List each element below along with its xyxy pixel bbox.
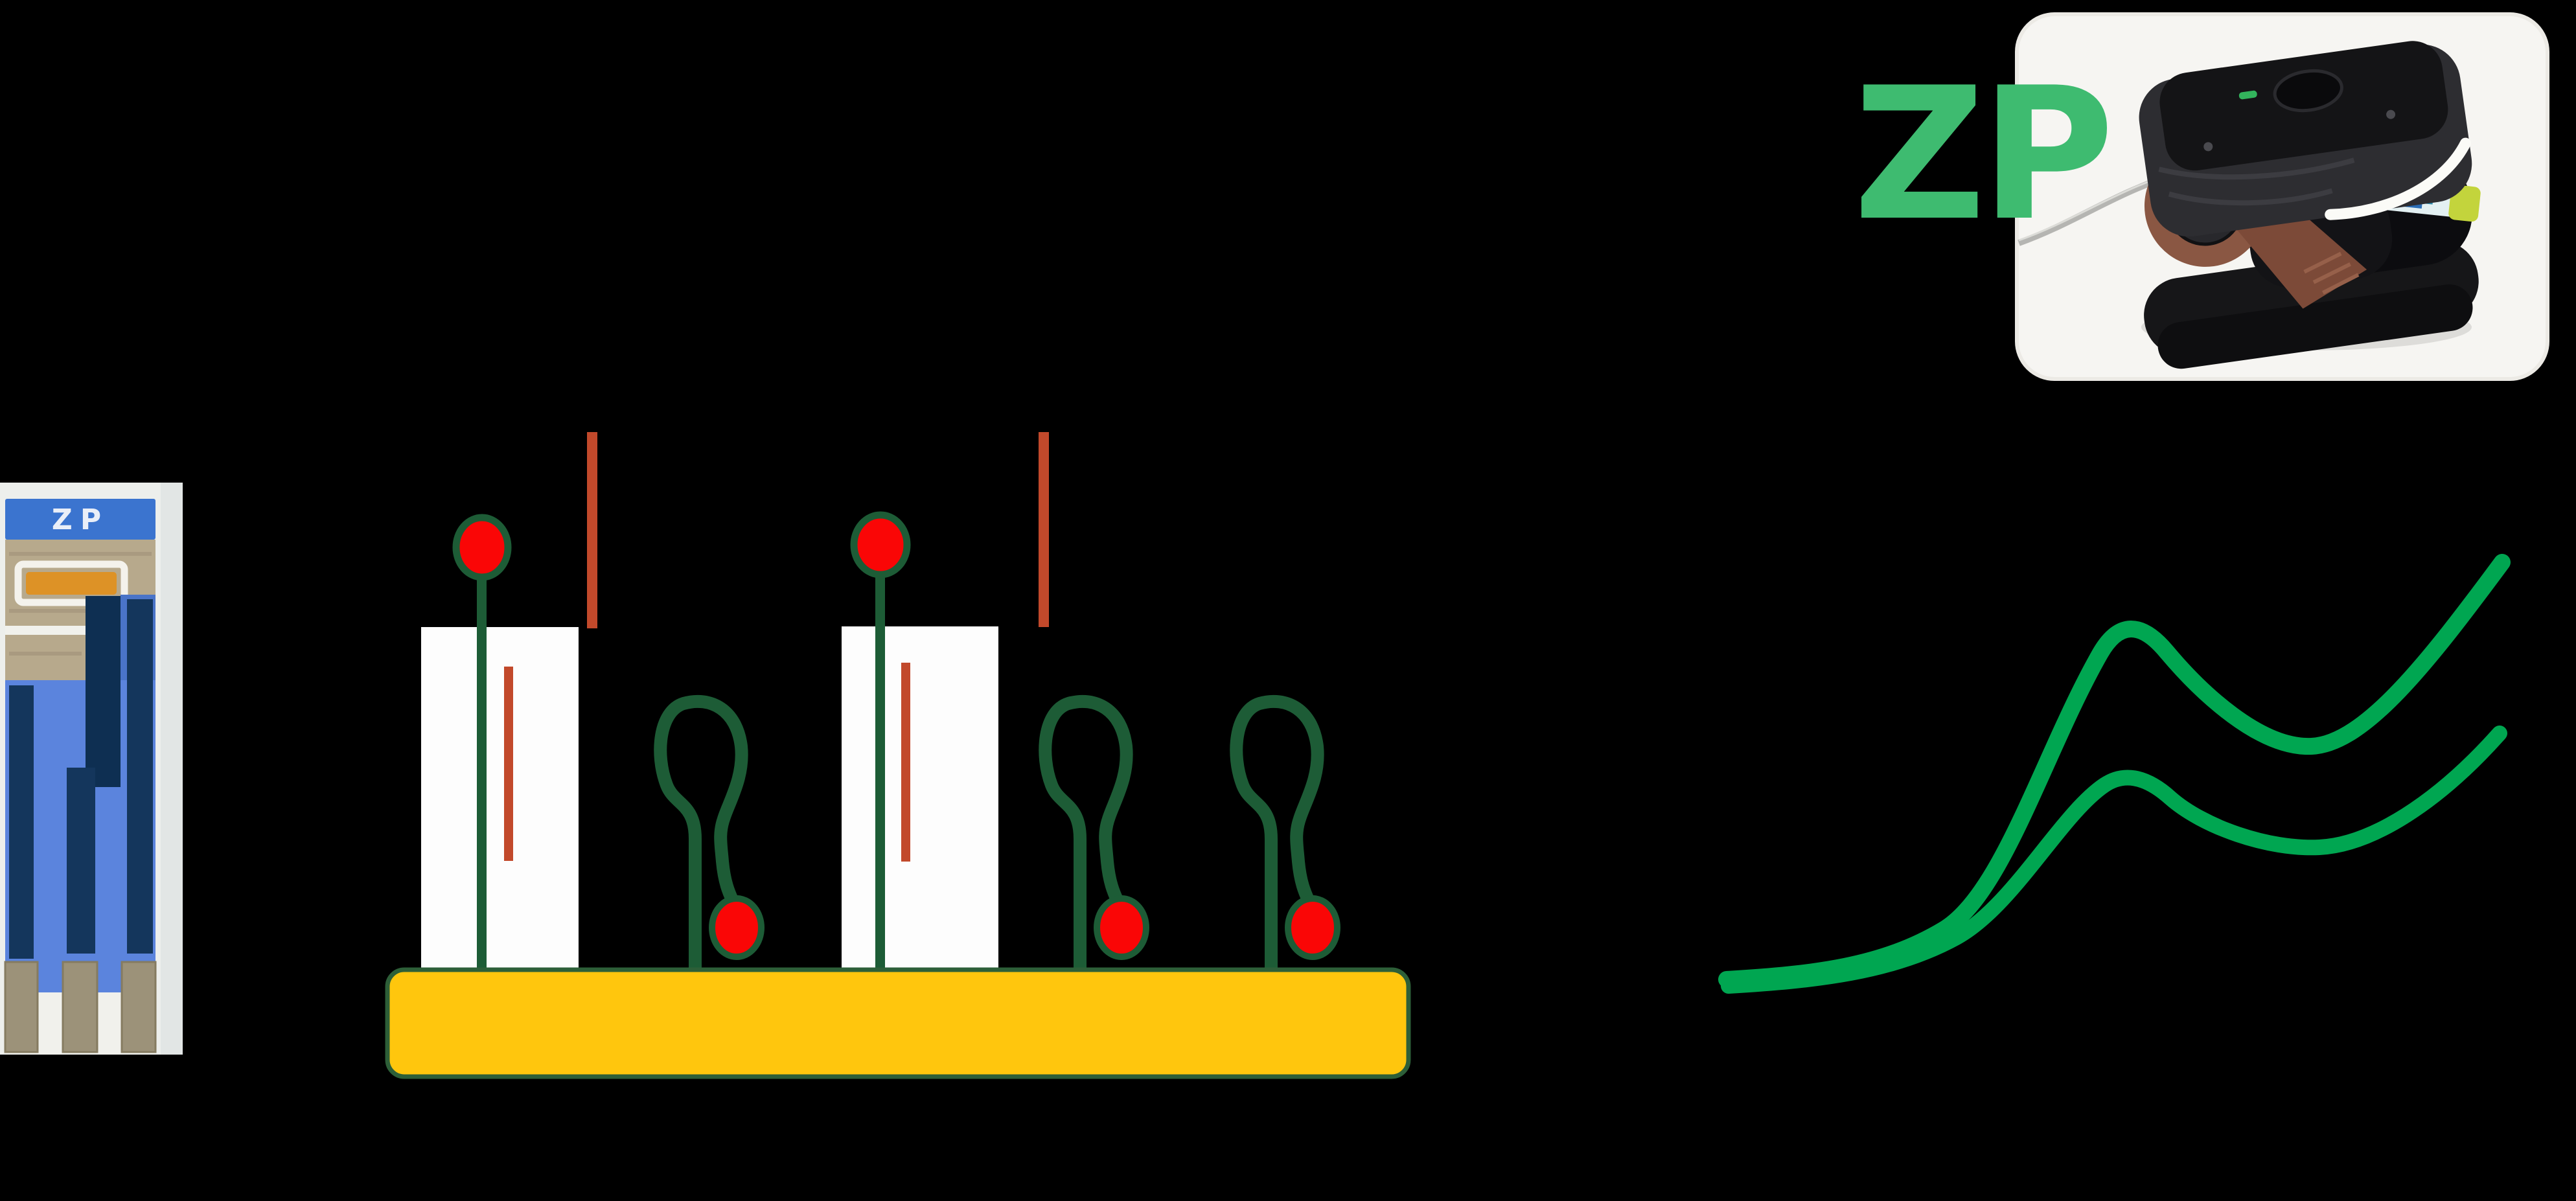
redox-label-bottom-3 — [1285, 895, 1340, 960]
redox-label-bottom-1 — [709, 895, 765, 960]
device-texture — [2158, 157, 2355, 206]
device-led-strip — [2325, 137, 2471, 220]
redox-label-top-1 — [452, 514, 512, 581]
target-fragment-short-1 — [504, 667, 513, 861]
aptamer-strand-open-1 — [477, 577, 487, 971]
strip-pad — [62, 961, 98, 1053]
device-base-lower — [2157, 284, 2473, 369]
clamp-arm-grooves — [2303, 251, 2360, 295]
strip-card-edge — [161, 483, 183, 1055]
aptamer-hairpin-2 — [1039, 694, 1133, 981]
strip-trace-left — [9, 685, 34, 959]
strip-texture-line — [9, 609, 152, 613]
target-fragment-short-2 — [901, 663, 910, 862]
strip-trace-right — [127, 599, 153, 954]
strip-contact-zone-lower — [5, 635, 86, 680]
gold-substrate — [385, 967, 1411, 1079]
voltammogram-curves — [1718, 554, 2511, 994]
strip-brand-label: ZP — [52, 503, 109, 536]
electrode-strip-photo: ZP — [0, 483, 183, 1055]
device-screw — [2203, 142, 2213, 152]
voltammogram-curve-upper — [1718, 554, 2511, 988]
strip-working-electrode — [26, 572, 117, 595]
redox-label-top-2 — [850, 511, 911, 578]
device-button — [2273, 69, 2343, 113]
strip-header-band — [5, 499, 155, 540]
reader-device-photo: ZP — [2015, 12, 2549, 381]
device-led-green — [2238, 90, 2257, 100]
target-block-1 — [421, 627, 579, 971]
strip-texture-line — [9, 552, 152, 556]
sensor-schematic — [385, 432, 1411, 1079]
redox-label-bottom-2 — [1094, 895, 1149, 960]
strip-trace-middle-top — [86, 596, 121, 771]
target-block-2 — [842, 626, 998, 971]
strip-electrode-window — [14, 560, 128, 606]
aptamer-strand-open-2 — [875, 573, 885, 971]
aptamer-hairpin-1 — [654, 694, 748, 981]
reader-device: ZP — [2139, 41, 2481, 369]
target-fragment-tall-1 — [587, 432, 597, 628]
strip-trace-middle — [67, 768, 95, 954]
zp-logo: ZP — [1853, 48, 2109, 261]
target-fragment-tall-2 — [1039, 432, 1049, 627]
strip-pad — [4, 961, 39, 1053]
strip-pad — [121, 961, 157, 1053]
voltammogram-curve-lower — [1721, 726, 2507, 994]
device-screw — [2386, 109, 2396, 119]
strip-texture-line — [9, 652, 82, 656]
aptamer-hairpin-3 — [1230, 694, 1324, 981]
